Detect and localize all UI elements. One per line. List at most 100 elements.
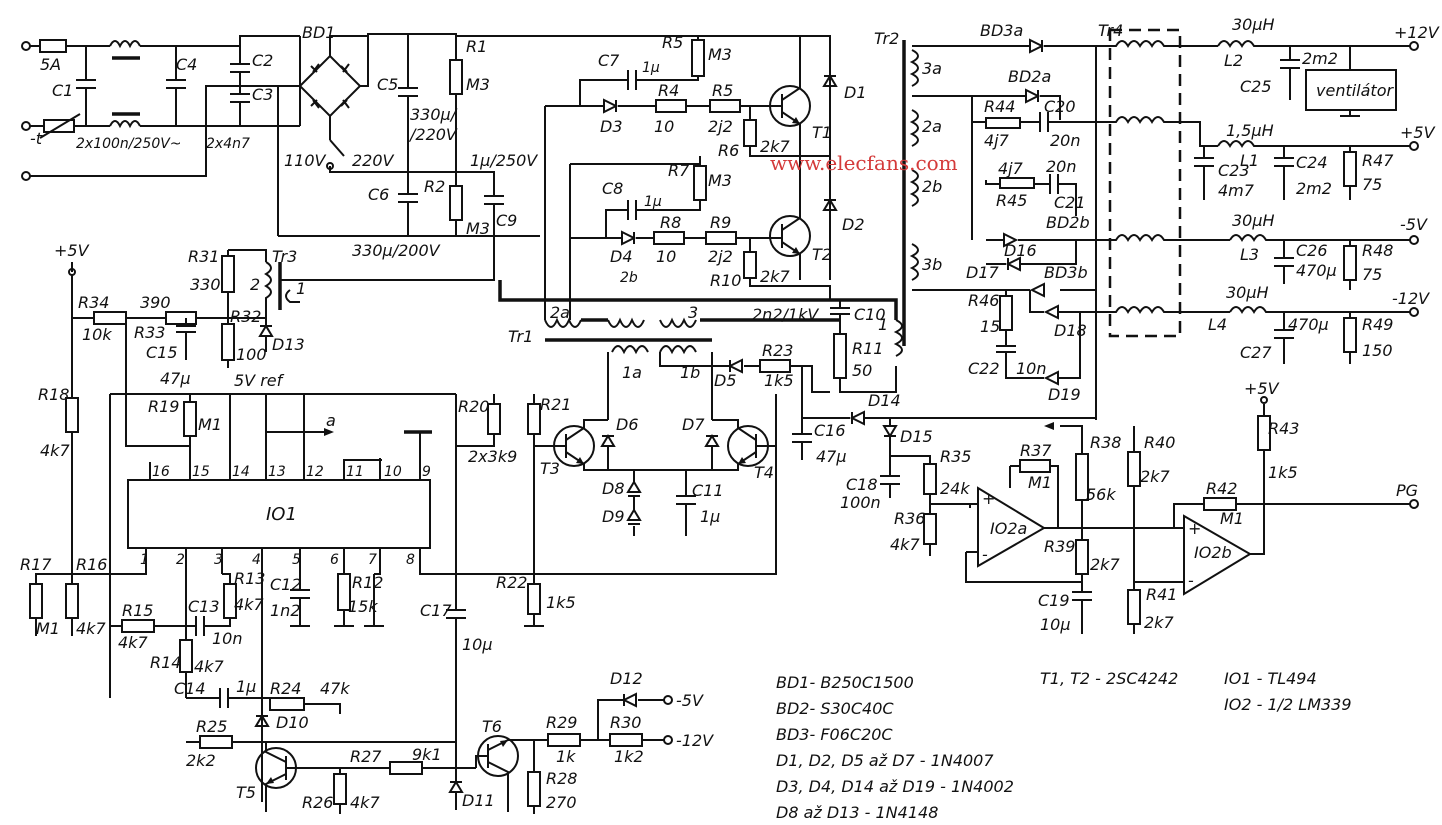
r28-value: 270 (546, 793, 577, 812)
c8-value: 1μ (644, 194, 662, 210)
d4 (621, 230, 637, 246)
r10 (743, 251, 757, 279)
c9-value: 1μ/250V (470, 151, 538, 170)
pin-3: 3 (214, 552, 223, 568)
r20-label: R20 (458, 397, 489, 416)
out-m5-label: -5V (1400, 215, 1428, 234)
c16-label: C16 (814, 421, 846, 440)
d3-label: D3 (600, 117, 623, 136)
t4-label: T4 (754, 463, 774, 482)
l3-label: L3 (1240, 245, 1259, 264)
r19-label: R19 (148, 397, 179, 416)
l3 (1229, 234, 1410, 242)
fuse (39, 39, 67, 53)
r11 (833, 333, 847, 379)
d15-label: D15 (900, 427, 933, 446)
r2-value: M3 (466, 219, 490, 238)
r23-value: 1k5 (764, 371, 794, 390)
l3-value: 30μH (1232, 211, 1275, 230)
io1-label: IO1 (266, 504, 297, 525)
legend-bd3: BD3- F06C20C (776, 725, 893, 744)
d17-label: D17 (966, 263, 1000, 282)
vref-label: 5V ref (234, 371, 285, 390)
r14-value: 4k7 (194, 657, 224, 676)
t3-label: T3 (540, 459, 560, 478)
r30-label: R30 (610, 713, 641, 732)
r30 (609, 733, 643, 747)
r26-label: R26 (302, 793, 333, 812)
tr1-winding-1 (611, 345, 697, 355)
bd2a-label: BD2a (1008, 67, 1051, 86)
svg-text:-t: -t (30, 129, 43, 148)
r41-label: R41 (1146, 585, 1177, 604)
r22-label: R22 (496, 573, 527, 592)
d2 (822, 198, 838, 211)
r46 (999, 295, 1013, 331)
io2a-minus: - (982, 545, 988, 564)
fan-box (1305, 69, 1397, 111)
pin-16: 16 (152, 464, 170, 480)
c12-value: 1n2 (270, 601, 301, 620)
vcc5b-label: +5V (1244, 379, 1280, 398)
mains-terminal-earth (21, 171, 31, 181)
pin-7: 7 (368, 552, 377, 568)
out-m12-label: -12V (1392, 289, 1430, 308)
w3b-label: 3b (922, 255, 942, 274)
r39-value: 2k7 (1090, 555, 1120, 574)
pin-2: 2 (176, 552, 185, 568)
c24-label: C24 (1296, 153, 1328, 172)
c13-value: 10n (212, 629, 243, 648)
d9-label: D9 (602, 507, 625, 526)
r18-label: R18 (38, 385, 69, 404)
l2-label: L2 (1224, 51, 1243, 70)
voltage-selector-switch (329, 139, 345, 157)
r5-value: 2j2 (708, 117, 733, 136)
tr1-winding-3 (659, 317, 697, 328)
l4-value: 30μH (1226, 283, 1269, 302)
r44-label: R44 (984, 97, 1015, 116)
r36-label: R36 (894, 509, 925, 528)
half-bridge-section: R5 M3 C7 1μ D3 R4 10 R5 2j2 T1 R6 2k7 D1… (456, 33, 867, 320)
r20 (487, 403, 501, 435)
r12-label: R12 (352, 573, 383, 592)
l2-value: 30μH (1232, 15, 1275, 34)
pin-12: 12 (306, 464, 324, 480)
pin-1: 1 (140, 552, 149, 568)
r21-label: R21 (540, 395, 571, 414)
r33-label: R33 (134, 323, 165, 342)
r18 (65, 397, 79, 433)
r18-value: 4k7 (40, 441, 70, 460)
r16-label: R16 (76, 555, 107, 574)
r29-label: R29 (546, 713, 577, 732)
d17 (986, 240, 1077, 272)
r46-label: R46 (968, 291, 999, 310)
r42-value: M1 (1220, 509, 1244, 528)
pin-13: 13 (268, 464, 286, 480)
c17-value: 10μ (462, 635, 493, 654)
c15-label: C15 (146, 343, 178, 362)
bd3a-diode (1029, 38, 1045, 54)
r34-label: R34 (78, 293, 109, 312)
r33-value: 390 (140, 293, 171, 312)
r16 (65, 583, 79, 619)
r38 (1075, 453, 1089, 501)
r45-label: R45 (996, 191, 1027, 210)
io2b-label: IO2b (1194, 543, 1232, 562)
io1-chip (127, 479, 431, 549)
l2 (1217, 40, 1410, 48)
pin-14: 14 (232, 464, 250, 480)
d5 (727, 358, 743, 374)
r27-value: 9k1 (412, 745, 442, 764)
r41 (1127, 589, 1141, 625)
legend-diodes-a: D1, D2, D5 až D7 - 1N4007 (776, 751, 994, 770)
d5-label: D5 (714, 371, 737, 390)
c13-label: C13 (188, 597, 220, 616)
out-p5-label: +5V (1400, 123, 1436, 142)
tr1-2b-top: 2b (620, 270, 638, 286)
r32-label: R32 (230, 307, 261, 326)
r41-value: 2k7 (1144, 613, 1174, 632)
d1-label: D1 (844, 83, 867, 102)
r34-value: 10k (82, 325, 112, 344)
w2a-label: 2a (922, 117, 942, 136)
c-filter-value: 2x100n/250V~ (76, 136, 182, 152)
